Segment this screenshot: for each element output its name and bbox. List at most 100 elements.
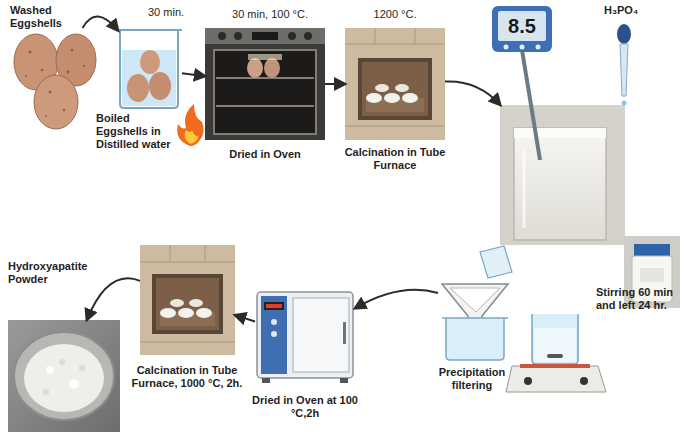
process-step: Calcination in Tube Furnace, 1000 °C, 2h… <box>140 245 235 355</box>
eggshell-illustration-part <box>49 91 52 94</box>
oven-photo-part <box>304 32 312 40</box>
eggshell-illustration-part <box>34 75 78 129</box>
process-step: Washed Eggshells <box>8 28 100 130</box>
dropper-symbol-part <box>620 44 628 96</box>
magnetic-stirrer-part <box>506 366 606 392</box>
step-note: 8.5 <box>498 15 546 37</box>
dropper-symbol <box>617 24 631 106</box>
step-label: Precipitation filtering <box>424 366 520 392</box>
process-step: Stirring 60 min and left 24 hr. <box>505 300 610 395</box>
ph-meter-part <box>504 45 509 50</box>
step-note: 30 min. <box>148 6 208 19</box>
furnace-photo-part <box>140 262 235 263</box>
drying-oven-part <box>266 304 282 308</box>
oven-photo-part <box>218 32 226 40</box>
powder-photo-part <box>43 389 49 395</box>
oven-photo <box>205 28 325 140</box>
beaker-photo-part <box>523 150 526 228</box>
furnace-photo-part <box>196 308 212 318</box>
furnace-photo-part <box>358 58 432 120</box>
powder-photo-part <box>14 332 114 420</box>
dropper-symbol-part <box>622 101 627 106</box>
beaker-photo-part <box>514 128 606 240</box>
magnetic-stirrer-part <box>534 328 576 362</box>
step-label: Calcination in Tube Furnace, 1000 °C, 2h… <box>128 364 246 390</box>
beaker-photo <box>500 105 625 245</box>
furnace-photo-part <box>384 93 400 103</box>
beaker-illustration-part <box>140 50 160 74</box>
ph-meter-part <box>520 45 525 50</box>
drying-oven-part <box>257 292 353 378</box>
eggshell-illustration-part <box>29 51 32 54</box>
ph-meter-part <box>498 11 546 41</box>
oven-photo-part <box>205 28 325 140</box>
filter-funnel-part <box>450 288 500 312</box>
furnace-photo-part <box>402 93 418 103</box>
flow-arrow <box>445 81 500 105</box>
furnace-photo-part <box>375 28 376 44</box>
drying-oven-part <box>293 298 349 372</box>
furnace-photo-part <box>375 84 389 92</box>
oven-photo-part <box>205 28 325 44</box>
process-step: Precipitation filtering <box>438 246 514 362</box>
furnace-photo-part <box>366 93 382 103</box>
flame-symbol <box>177 104 203 146</box>
filter-funnel-part <box>442 317 508 319</box>
magnetic-stirrer-part <box>532 314 578 364</box>
oven-photo-part <box>252 32 278 40</box>
step-label: H₃PO₄ <box>604 4 674 17</box>
beaker-illustration <box>116 30 182 108</box>
beaker-photo-part <box>500 105 625 245</box>
furnace-photo-part <box>345 28 445 140</box>
oven-photo-part <box>216 105 314 107</box>
furnace-photo-part <box>345 126 445 127</box>
process-step: Dried in Oven at 100 °C,2h <box>255 290 355 385</box>
beaker-photo-part <box>514 128 606 138</box>
magnetic-stirrer-part <box>580 377 588 385</box>
furnace-photo-part <box>189 299 203 307</box>
furnace-photo-part <box>415 28 416 44</box>
flow-arrow <box>83 17 118 31</box>
furnace-photo-part <box>362 62 428 116</box>
filter-funnel <box>442 246 512 360</box>
beaker-illustration-part <box>127 74 149 102</box>
step-label: Washed Eggshells <box>10 4 72 30</box>
drying-oven-part <box>261 296 287 374</box>
ph-meter-part <box>522 50 540 160</box>
furnace-photo-part <box>170 299 184 307</box>
eggshell-illustration-part <box>45 115 47 117</box>
powder-photo-part <box>69 379 79 389</box>
filter-funnel-part <box>446 318 504 360</box>
ph-meter-part <box>536 45 541 50</box>
step-label: Boiled Eggshells in Distilled water <box>96 112 172 151</box>
step-label: Dried in Oven <box>205 148 325 161</box>
furnace-photo-part <box>140 342 235 343</box>
magnetic-stirrer-part <box>524 377 532 385</box>
step-label: Hydroxyapatite Powder <box>8 260 90 286</box>
furnace-photo <box>140 245 235 355</box>
flame-symbol-part <box>185 130 198 144</box>
oven-photo-part <box>248 54 282 60</box>
eggshell-illustration-part <box>83 65 85 67</box>
ph-meter-part <box>492 6 552 52</box>
drying-oven-part <box>264 302 284 310</box>
process-step: 30 min.Boiled Eggshells in Distilled wat… <box>118 28 182 110</box>
jar-photo-part <box>640 268 664 282</box>
beaker-illustration-part <box>122 50 176 106</box>
flame-symbol-part <box>177 104 203 146</box>
flow-arrow <box>182 73 205 76</box>
furnace-photo-part <box>345 44 445 45</box>
furnace-photo-part <box>152 274 223 334</box>
oven-photo-part <box>216 77 314 79</box>
oven-photo-part <box>247 58 263 78</box>
eggshell-illustration-part <box>25 75 27 77</box>
furnace-photo-part <box>156 278 219 330</box>
eggshell-illustration-part <box>71 49 74 52</box>
magnetic-stirrer <box>506 314 606 392</box>
magnetic-stirrer-part <box>547 354 563 358</box>
process-step: Hydroxyapatite Powder <box>8 320 120 432</box>
powder-photo-part <box>46 366 54 374</box>
furnace-photo-part <box>395 84 409 92</box>
